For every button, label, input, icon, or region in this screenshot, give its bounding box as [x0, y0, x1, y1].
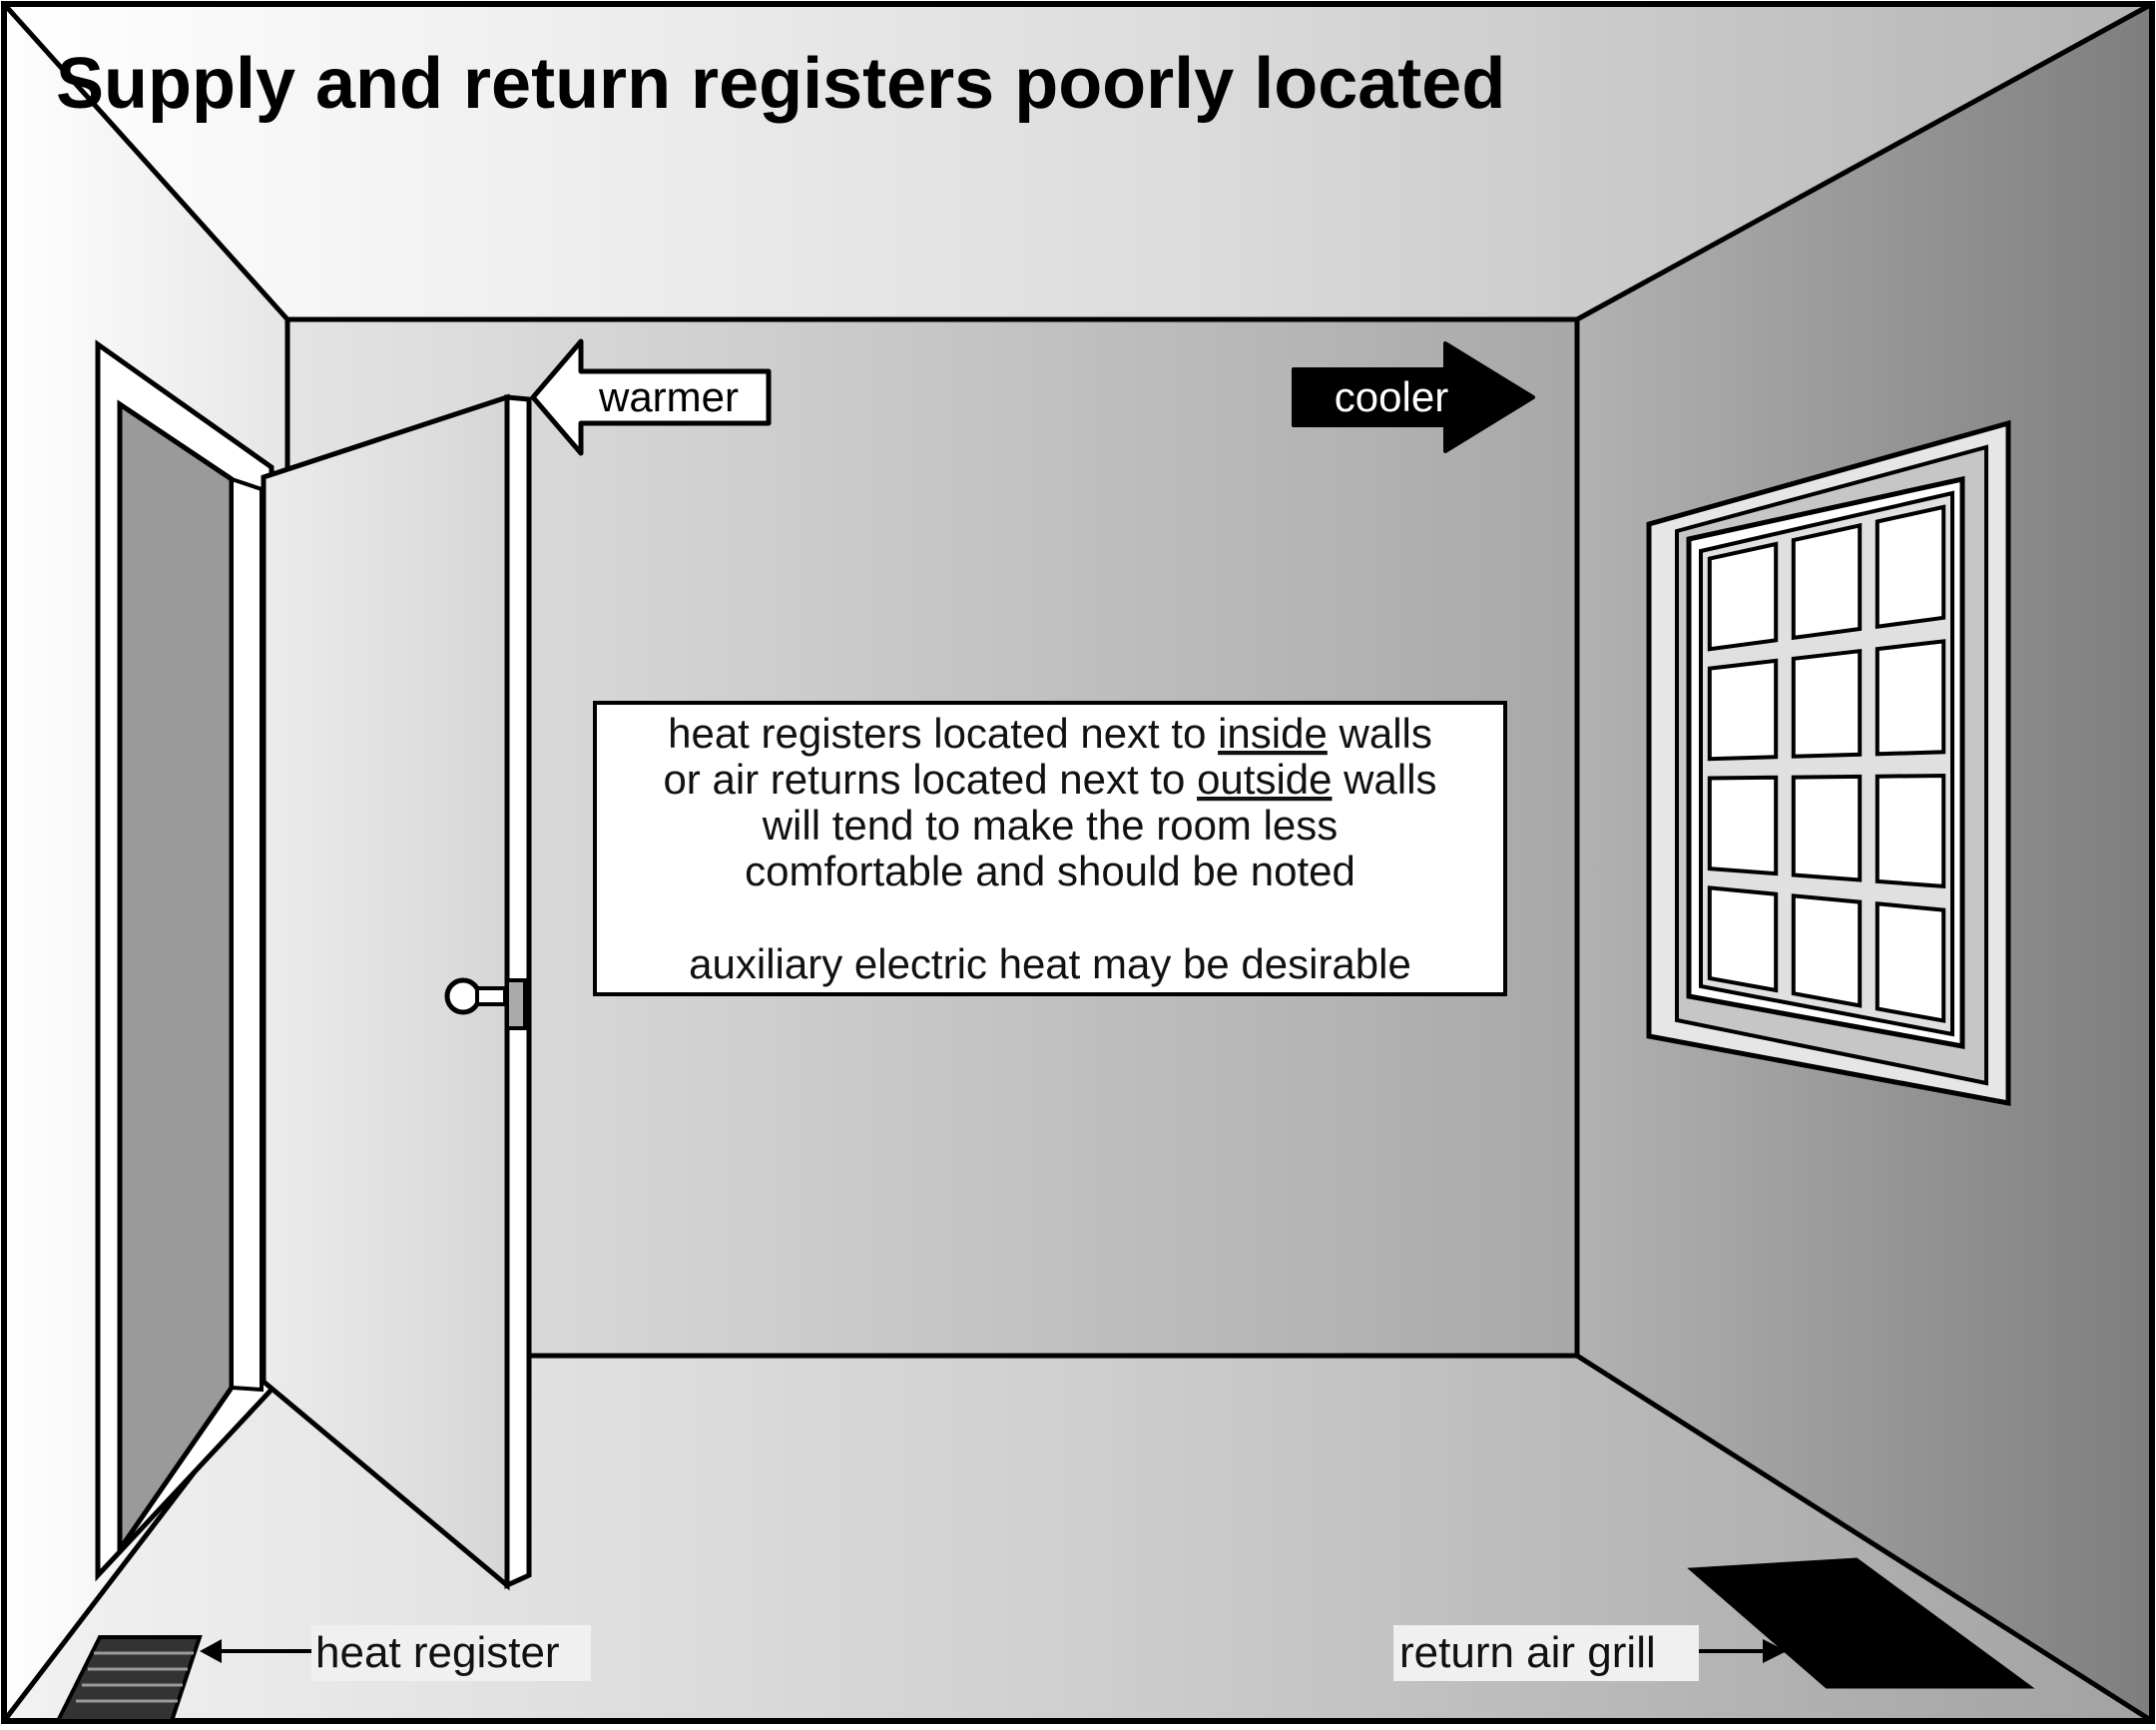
window-pane: [1791, 774, 1863, 882]
heat-register-pointer: [200, 1639, 311, 1663]
window-pane: [1875, 504, 1946, 629]
return-grill-pointer: [1699, 1639, 1787, 1663]
window-pane: [1791, 522, 1863, 641]
window-pane: [1707, 885, 1779, 993]
note-line-2-end: walls: [1333, 756, 1437, 803]
note-line-1-emphasis: inside: [1218, 710, 1328, 757]
note-line-3: will tend to make the room less: [762, 802, 1339, 849]
page-title: Supply and return registers poorly locat…: [56, 44, 1505, 124]
door-jamb: [230, 476, 264, 1393]
window-icon: [1646, 419, 2011, 1107]
note-line-1-start: heat registers located next to: [668, 710, 1218, 757]
door-opening: [117, 399, 235, 1558]
heat-register-label-bg: [311, 1625, 591, 1681]
window-pane: [1791, 648, 1863, 759]
note-line-2-start: or air returns located next to: [663, 756, 1197, 803]
window-pane: [1707, 658, 1779, 762]
window-pane: [1791, 893, 1863, 1008]
note-line-5: auxiliary electric heat may be desirable: [689, 940, 1411, 987]
window-pane: [1875, 773, 1946, 889]
heat-register-label: heat register: [315, 1628, 560, 1677]
ceiling: [4, 4, 2152, 319]
window-pane: [1875, 901, 1946, 1023]
note-line-1: heat registers located next to inside wa…: [668, 710, 1432, 757]
note-line-1-end: walls: [1328, 710, 1432, 757]
note-box: [593, 701, 1507, 996]
note-line-4: comfortable and should be noted: [745, 848, 1355, 894]
note-line-2: or air returns located next to outside w…: [663, 756, 1436, 803]
return-grill-icon: [1687, 1557, 2035, 1689]
warmer-label: warmer: [598, 373, 739, 420]
warmer-arrow-icon: [530, 338, 772, 456]
door-knob-icon: [444, 977, 527, 1030]
return-grill-label-bg: [1393, 1625, 1699, 1681]
heat-register-icon: [54, 1635, 203, 1723]
note-line-2-emphasis: outside: [1197, 756, 1332, 803]
window-pane-group: [1707, 504, 1946, 1023]
window-pane: [1875, 639, 1946, 757]
cooler-label: cooler: [1335, 373, 1448, 420]
window-pane: [1707, 541, 1779, 652]
window-pane: [1707, 775, 1779, 876]
cooler-arrow-icon: [1292, 341, 1535, 453]
return-grill-label: return air grill: [1399, 1628, 1656, 1677]
